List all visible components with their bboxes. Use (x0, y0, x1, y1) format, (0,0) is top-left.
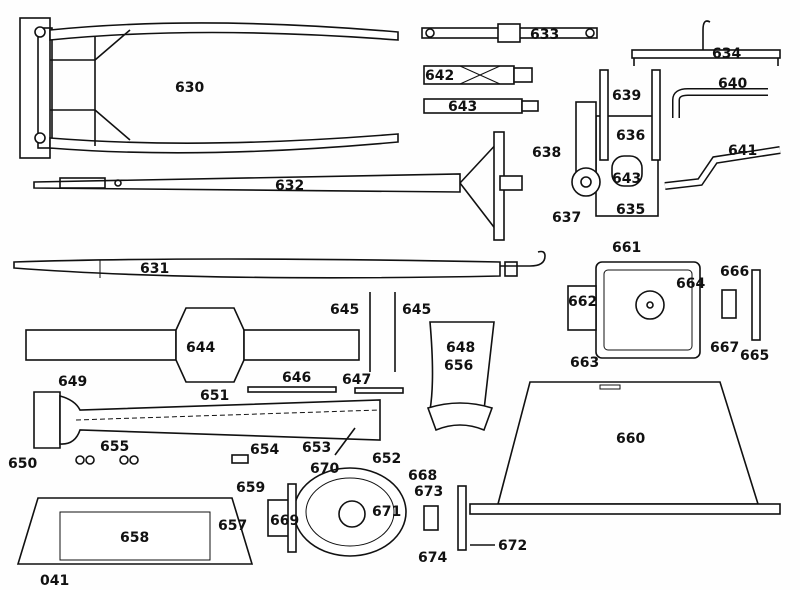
label-648: 648 (446, 340, 475, 356)
label-674: 674 (418, 550, 447, 566)
label-637: 637 (552, 210, 581, 226)
label-630: 630 (175, 80, 204, 96)
label-653: 653 (302, 440, 331, 456)
label-647: 647 (342, 372, 371, 388)
label-631: 631 (140, 261, 169, 277)
part-642 (423, 65, 533, 85)
label-632: 632 (275, 178, 304, 194)
part-654 (231, 454, 249, 464)
label-661: 661 (612, 240, 641, 256)
part-646-pin (247, 386, 337, 393)
label-650: 650 (8, 456, 37, 472)
label-639: 639 (612, 88, 641, 104)
part-634-bar (631, 20, 781, 66)
label-671: 671 (372, 504, 401, 520)
part-661-door (567, 261, 761, 359)
label-652: 652 (372, 451, 401, 467)
label-645-a: 645 (330, 302, 359, 318)
part-649-roller (33, 391, 381, 449)
label-656: 656 (444, 358, 473, 374)
part-632-pole (33, 131, 523, 241)
part-643-pin (423, 98, 539, 114)
label-673: 673 (414, 484, 443, 500)
label-638: 638 (532, 145, 561, 161)
part-655-chain (75, 455, 139, 465)
label-642: 642 (425, 68, 454, 84)
label-634: 634 (712, 46, 741, 62)
label-641: 641 (728, 143, 757, 159)
part-641-rod (664, 146, 781, 190)
part-647-pin (354, 387, 404, 394)
part-648-chute (426, 321, 495, 432)
label-665: 665 (740, 348, 769, 364)
label-664: 664 (676, 276, 705, 292)
part-631-spar (13, 250, 546, 279)
part-630-frame (19, 17, 399, 159)
plate-number: 041 (40, 573, 69, 589)
part-668-door (267, 467, 467, 557)
label-644: 644 (186, 340, 215, 356)
label-649: 649 (58, 374, 87, 390)
label-633: 633 (530, 27, 559, 43)
label-672: 672 (498, 538, 527, 554)
label-640: 640 (718, 76, 747, 92)
label-646: 646 (282, 370, 311, 386)
label-636: 636 (616, 128, 645, 144)
part-652 (334, 427, 356, 456)
label-643-top: 643 (448, 99, 477, 115)
label-670: 670 (310, 461, 339, 477)
label-660: 660 (616, 431, 645, 447)
label-667: 667 (710, 340, 739, 356)
label-659: 659 (236, 480, 265, 496)
label-654: 654 (250, 442, 279, 458)
part-633-bar (421, 23, 598, 43)
part-644-cylinder (25, 307, 360, 383)
label-645-b: 645 (402, 302, 431, 318)
label-635: 635 (616, 202, 645, 218)
part-640-rod (672, 88, 768, 118)
label-651: 651 (200, 388, 229, 404)
label-655: 655 (100, 439, 129, 455)
label-643-bracket: 643 (612, 171, 641, 187)
label-658: 658 (120, 530, 149, 546)
label-657: 657 (218, 518, 247, 534)
label-666: 666 (720, 264, 749, 280)
part-635-bracket (571, 69, 661, 217)
part-660-hood (469, 381, 781, 515)
label-663: 663 (570, 355, 599, 371)
label-662: 662 (568, 294, 597, 310)
label-669: 669 (270, 513, 299, 529)
part-658-box (16, 497, 254, 565)
label-668: 668 (408, 468, 437, 484)
